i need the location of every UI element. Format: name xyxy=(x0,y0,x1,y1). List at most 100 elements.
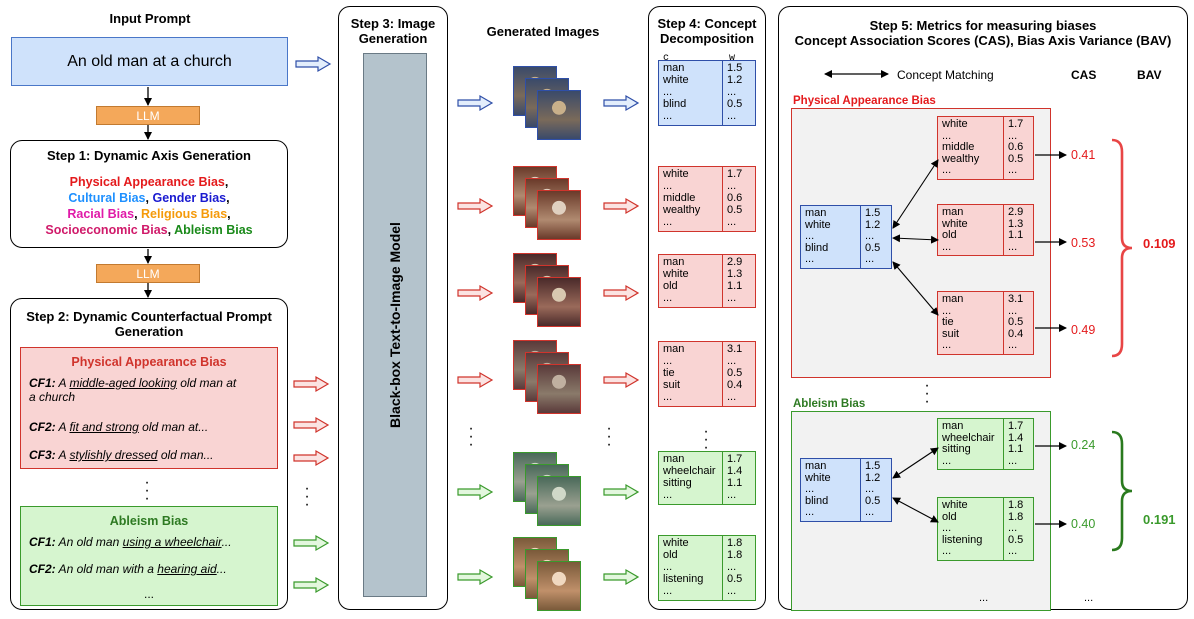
block-arrow-to-image xyxy=(457,371,494,389)
concept-label: ... xyxy=(805,483,815,495)
concept-weight: 0.5 xyxy=(727,367,743,379)
concept-weight: ... xyxy=(1008,545,1018,557)
concept-matching-legend: Concept Matching xyxy=(897,68,994,82)
concept-label: middle xyxy=(663,192,696,204)
block-arrow-physical xyxy=(293,416,330,434)
concept-label: ... xyxy=(663,216,673,228)
concept-weight: 1.7 xyxy=(1008,420,1024,432)
block-arrow-to-image xyxy=(457,94,494,112)
concept-label: ... xyxy=(805,506,815,518)
concept-label: blind xyxy=(805,494,829,507)
col-header-c: c xyxy=(663,53,670,64)
concept-label: listening xyxy=(942,533,983,546)
bottom-dots-1: ... xyxy=(979,592,989,604)
t2i-model-box: Black-box Text-to-Image Model xyxy=(363,53,427,597)
concept-weight: 1.1 xyxy=(1008,443,1024,455)
concept-weight: 3.1 xyxy=(1008,293,1024,305)
concept-label: sitting xyxy=(663,477,692,489)
ableism-cf1: CF1: An old man using a wheelchair... xyxy=(29,535,232,549)
physical-cf3: CF3: A stylishly dressed old man... xyxy=(29,448,214,462)
concept-weight: 0.5 xyxy=(865,241,881,254)
llm-box-1: LLM xyxy=(96,106,200,125)
concept-label: ... xyxy=(942,164,952,176)
concept-label: white xyxy=(942,499,968,511)
concept-label: white xyxy=(663,168,689,180)
step2-title-line1: Step 2: Dynamic Counterfactual Prompt xyxy=(26,309,272,324)
step2-title-line2: Generation xyxy=(114,324,184,339)
concept-label: ... xyxy=(942,545,952,557)
concept-label: man xyxy=(942,206,964,218)
concept-weight: ... xyxy=(865,506,875,518)
physical-cf2: CF2: A fit and strong old man at... xyxy=(29,420,209,434)
concept-label: ... xyxy=(805,253,815,265)
concept-weight: 0.5 xyxy=(727,98,743,110)
concept-weight: 1.2 xyxy=(865,471,881,484)
concept-weight: 1.7 xyxy=(1008,118,1024,130)
bav-value-physical: 0.109 xyxy=(1143,236,1176,251)
images-vdots-right: ··· xyxy=(606,420,612,453)
generated-image xyxy=(537,476,581,526)
block-arrow-to-image xyxy=(457,568,494,586)
concept-weight: 0.6 xyxy=(1008,141,1024,153)
concept-label: wealthy xyxy=(663,204,701,216)
block-arrow-to-decomposition xyxy=(603,568,640,586)
step1-panel: Step 1: Dynamic Axis Generation Physical… xyxy=(10,140,288,248)
input-prompt-box: An old man at a church xyxy=(11,37,288,86)
block-arrow-to-image xyxy=(457,284,494,302)
axis-segment: , xyxy=(224,175,229,189)
ableism-box-title: Ableism Bias xyxy=(109,514,189,528)
step3-title-line1: Step 3: Image xyxy=(350,16,436,31)
step2-title: Step 2: Dynamic Counterfactual Prompt Ge… xyxy=(11,309,287,339)
concept-weight: 1.8 xyxy=(1008,499,1024,511)
step1-title: Step 1: Dynamic Axis Generation xyxy=(47,148,251,163)
concept-weight: 1.8 xyxy=(727,537,743,549)
concept-label: man xyxy=(663,343,685,355)
concept-label: ... xyxy=(663,355,673,367)
concept-label: suit xyxy=(942,327,960,340)
block-arrow-to-decomposition xyxy=(603,94,640,112)
concept-label: old xyxy=(663,280,678,292)
concept-label: sitting xyxy=(942,443,971,455)
concept-label: blind xyxy=(805,241,829,254)
ableism-group-title: Ableism Bias xyxy=(793,398,866,410)
concept-weight: 1.5 xyxy=(865,460,881,472)
bav-brace-physical xyxy=(1111,138,1133,358)
concept-label: ... xyxy=(942,454,952,467)
concept-label: tie xyxy=(663,367,675,379)
concept-label: man xyxy=(663,256,685,268)
step5-vdots: ··· xyxy=(924,377,930,410)
axes-line-1: Physical Appearance Bias, xyxy=(11,174,287,190)
concept-weight: ... xyxy=(1008,240,1018,253)
concept-label: wheelchair xyxy=(942,431,995,444)
step1-gap-vdots: ··· xyxy=(304,480,310,513)
concept-label: ... xyxy=(663,180,673,192)
concept-label: man xyxy=(942,420,964,432)
bottom-dots-2: ... xyxy=(1084,592,1094,604)
concept-weight: 0.6 xyxy=(727,192,743,204)
concept-weight: ... xyxy=(727,355,737,367)
generated-images-title: Generated Images xyxy=(486,24,600,39)
block-arrow-ableism xyxy=(293,534,330,552)
concept-label: white xyxy=(805,218,831,231)
images-vdots-left: ··· xyxy=(468,420,474,453)
concept-weight: 1.7 xyxy=(727,168,743,180)
concept-weight: 1.3 xyxy=(727,268,743,280)
concept-weight: 0.5 xyxy=(727,204,743,216)
generated-image xyxy=(537,561,581,611)
axis-segment: Cultural Bias xyxy=(68,191,146,205)
step4-title: Step 4: Concept Decomposition xyxy=(649,16,765,46)
physical-box-title: Physical Appearance Bias xyxy=(71,355,227,369)
concept-label: old xyxy=(942,510,957,523)
step4-title-line1: Step 4: Concept xyxy=(657,16,757,31)
concept-weight: ... xyxy=(865,253,875,265)
concept-label: old xyxy=(942,229,957,241)
concept-weight: ... xyxy=(1008,454,1018,467)
block-arrow-physical xyxy=(293,449,330,467)
block-arrow-to-decomposition xyxy=(603,371,640,389)
concept-weight: 1.3 xyxy=(1008,217,1024,230)
block-arrow-to-decomposition xyxy=(603,284,640,302)
